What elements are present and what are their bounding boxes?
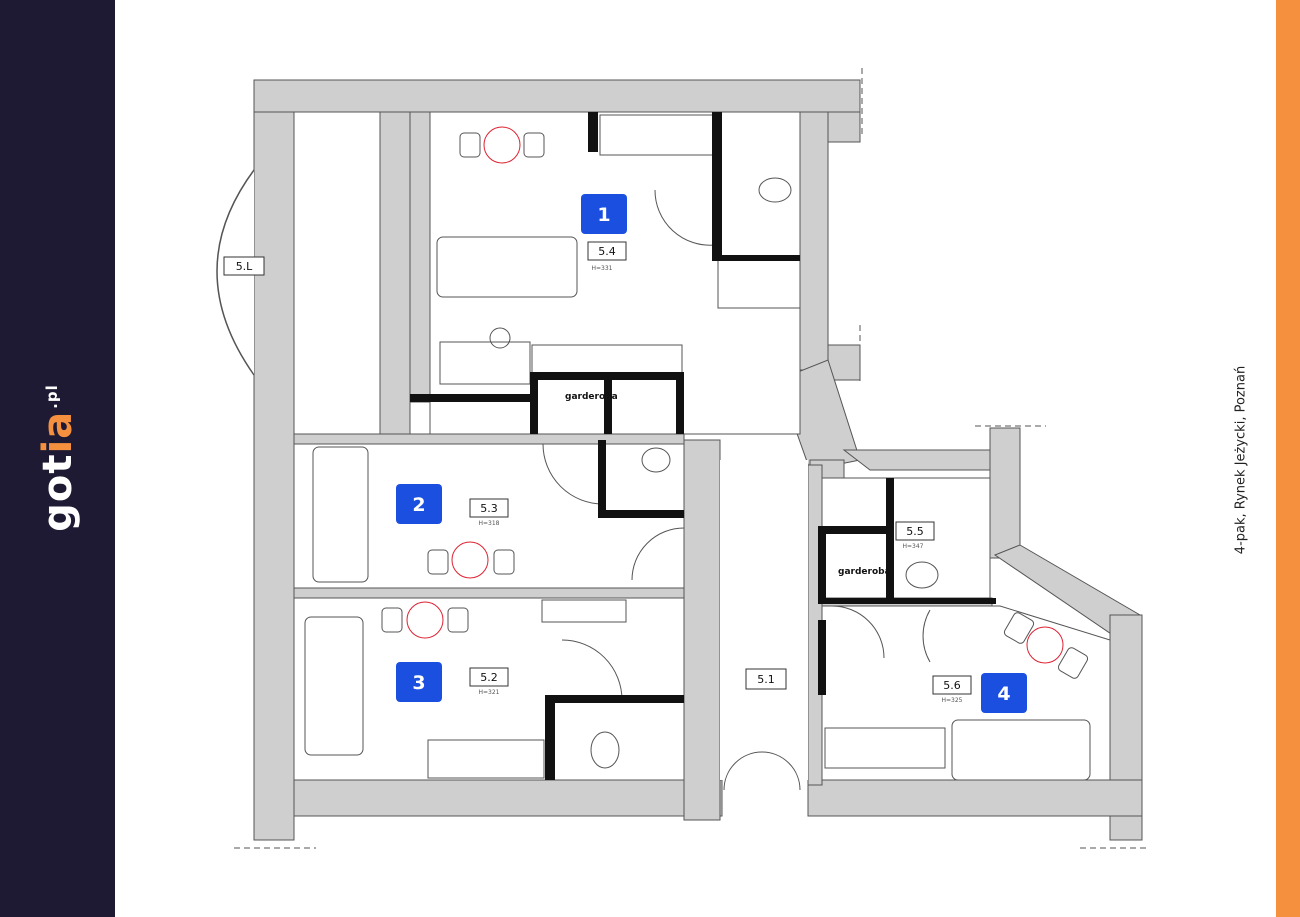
corridor: 5.1	[720, 460, 808, 791]
room-label-5-3: 5.3 H=318	[469, 498, 509, 527]
corridor-label: 5.1	[757, 673, 775, 686]
svg-text:3: 3	[412, 672, 425, 694]
unit-1-dark-walls	[410, 112, 800, 434]
unit-4-dark-walls	[818, 478, 996, 695]
room-label-5-6: 5.6 H=325	[932, 675, 972, 704]
wardrobe-label-unit-4: garderoba	[838, 567, 891, 577]
unit-badge-2[interactable]: 2	[396, 484, 442, 524]
svg-text:4: 4	[997, 683, 1010, 705]
svg-text:1: 1	[597, 204, 610, 226]
svg-text:5.5: 5.5	[906, 525, 924, 538]
svg-text:5.4: 5.4	[598, 245, 616, 258]
balcony-label: 5.L	[236, 260, 253, 273]
site-lines	[234, 68, 1150, 849]
room-label-5-5: 5.5 H=347	[895, 521, 935, 550]
unit-badge-1[interactable]: 1	[581, 194, 627, 234]
brand-sidebar: gotia.pl	[0, 0, 115, 917]
svg-text:5.6: 5.6	[943, 679, 961, 692]
wardrobe-label-unit-1: garderoba	[565, 392, 618, 402]
balcony: 5.L	[216, 169, 265, 376]
unit-3-dark-walls	[545, 695, 684, 780]
unit-3-interior	[293, 597, 685, 781]
svg-text:H=318: H=318	[479, 520, 500, 527]
unit-badge-3[interactable]: 3	[396, 662, 442, 702]
unit-1-interior	[429, 111, 801, 435]
walls	[253, 79, 1143, 841]
svg-text:2: 2	[412, 494, 425, 516]
unit-badge-4[interactable]: 4	[981, 673, 1027, 713]
svg-text:H=331: H=331	[592, 265, 613, 272]
svg-text:H=321: H=321	[479, 689, 500, 696]
room-label-5-4: 5.4 H=331	[587, 241, 627, 272]
svg-text:5.3: 5.3	[480, 502, 498, 515]
unit-2-dark-walls	[598, 440, 684, 518]
svg-text:H=325: H=325	[942, 697, 963, 704]
svg-text:5.2: 5.2	[480, 671, 498, 684]
room-label-5-2: 5.2 H=321	[469, 667, 509, 696]
unit-4-interior	[821, 477, 1111, 781]
svg-text:H=347: H=347	[903, 543, 924, 550]
accent-bar	[1276, 0, 1300, 917]
